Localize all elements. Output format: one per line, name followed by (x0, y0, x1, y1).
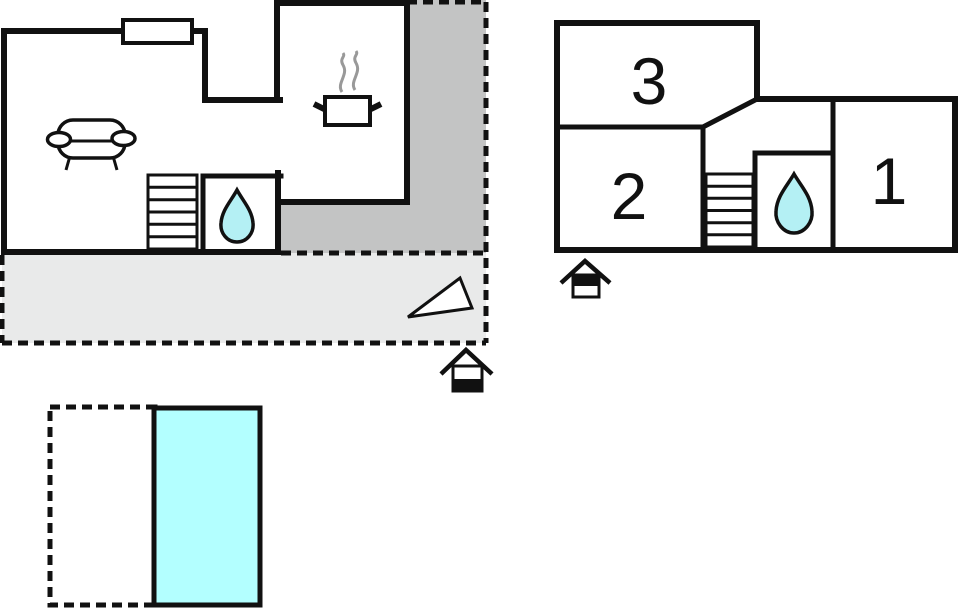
wall-bathroom-upper (752, 150, 836, 253)
pool-deck (47, 404, 158, 608)
ground-floor-plan (0, 0, 494, 393)
wall-east-bottom-left (1, 28, 281, 255)
wall-first-floor-outer (554, 20, 958, 253)
first-floor-plan: 3 2 1 (554, 20, 958, 299)
terrace (2, 253, 486, 343)
wall-top-and-notch (1, 28, 283, 103)
pool-area (47, 404, 263, 608)
steam-icon (338, 52, 347, 93)
first-floor-footprint (557, 23, 955, 250)
stairs-icon (146, 173, 199, 251)
room-label-1: 1 (871, 144, 908, 218)
room-label-2: 2 (611, 159, 648, 233)
entrance-house-icon (559, 257, 612, 299)
room-label-3: 3 (631, 44, 668, 118)
cooking-pot-icon (312, 50, 383, 127)
entrance-house-icon (439, 346, 494, 393)
sofa-icon (45, 118, 137, 171)
stairs-icon (704, 172, 755, 249)
pool (151, 405, 263, 608)
wall-bathroom (200, 173, 284, 252)
covered-terrace (281, 0, 486, 253)
water-drop-icon (219, 186, 255, 244)
water-drop-icon (774, 170, 814, 235)
wall-kitchen (274, 0, 410, 205)
direction-triangle-icon (407, 275, 475, 319)
window-icon (121, 18, 194, 45)
